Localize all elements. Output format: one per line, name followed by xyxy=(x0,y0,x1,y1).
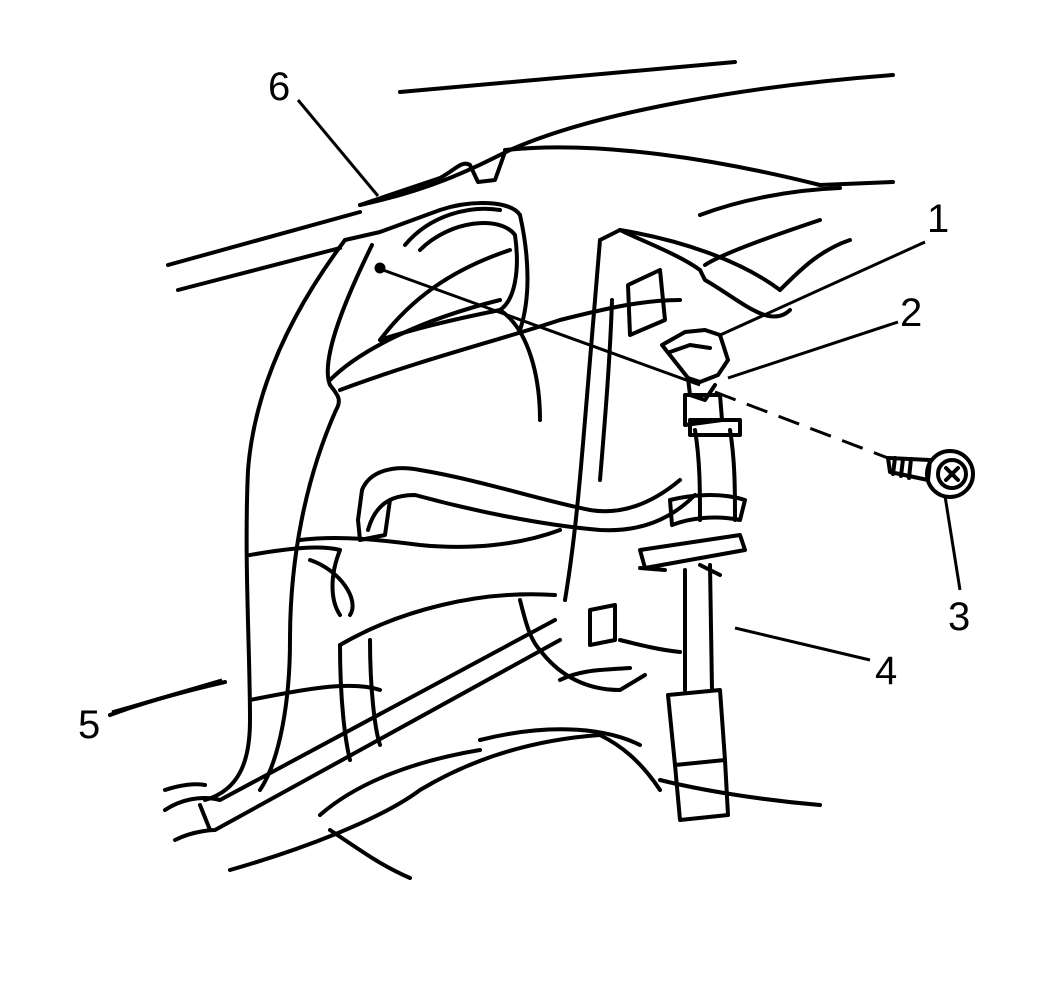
anchor-bolt-3 xyxy=(886,449,975,499)
leader-5 xyxy=(111,678,223,714)
anchor-hole-marker xyxy=(374,262,386,274)
callout-6: 6 xyxy=(268,65,290,109)
installation-axis xyxy=(374,262,889,460)
leader-6 xyxy=(296,99,380,197)
vehicle-interior-linework xyxy=(108,60,975,880)
leader-lines xyxy=(111,99,962,714)
leader-3 xyxy=(943,495,962,591)
callout-labels: 1 2 3 4 5 6 xyxy=(78,65,970,747)
rear-pillar-trim xyxy=(563,186,852,602)
quarter-window-opening xyxy=(338,221,682,422)
leader-4 xyxy=(734,626,871,662)
axis-solid xyxy=(382,268,701,387)
callout-3: 3 xyxy=(948,595,970,639)
axis-dashed xyxy=(714,390,889,460)
seat-strap-loop xyxy=(248,466,697,617)
leader-1 xyxy=(717,240,926,338)
belt-guide-1-and-anchor-2 xyxy=(660,328,730,427)
callout-5: 5 xyxy=(78,703,100,747)
lower-body-floor xyxy=(108,592,822,880)
roof-outline xyxy=(166,60,895,292)
callout-4: 4 xyxy=(875,649,897,693)
callout-1: 1 xyxy=(927,197,949,241)
leader-2 xyxy=(727,320,899,380)
callout-2: 2 xyxy=(900,291,922,335)
